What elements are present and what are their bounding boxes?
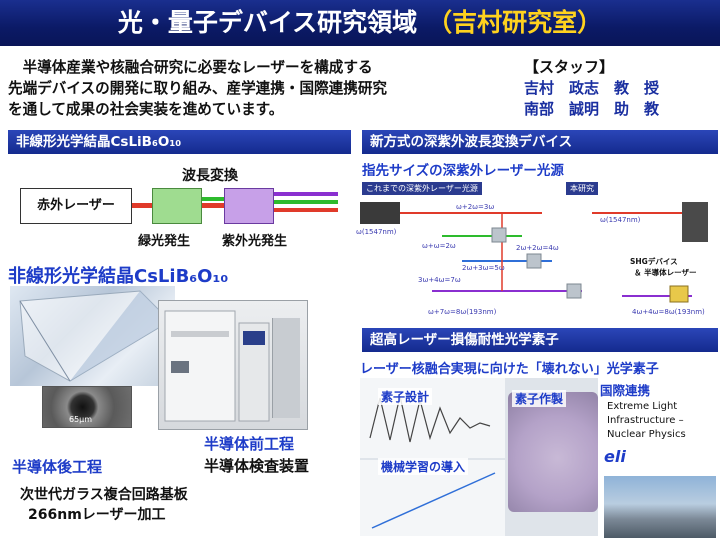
intro-text: 半導体産業や核融合研究に必要なレーザーを構成する 先端デバイスの開発に取り組み、… <box>8 57 513 120</box>
eq-label: 4ω+4ω=8ω(193nm) <box>632 308 705 316</box>
green-crystal-box <box>152 188 202 224</box>
page-title: 光・量子デバイス研究領域 <box>117 8 418 37</box>
eq-label: ω(1547nm) <box>356 228 397 236</box>
eli-description: Extreme Light Infrastructure – Nuclear P… <box>607 400 717 442</box>
eq-label: 2ω+2ω=4ω <box>516 244 559 252</box>
eq-label: ω+2ω=3ω <box>456 203 495 211</box>
banner-nlo-crystal: 非線形光学結晶CsLiB₆O₁₀ <box>8 130 351 154</box>
eli-line: Extreme Light <box>607 401 678 412</box>
eq-label: ω+ω=2ω <box>422 242 456 250</box>
semi-laser-label: ＆ 半導体レーザー <box>634 268 697 277</box>
crystal-shape-icon <box>19 290 171 382</box>
machine-side-unit <box>272 318 300 418</box>
crystal-title: 非線形光学結晶CsLiB₆O₁₀ <box>8 266 229 287</box>
green-beam <box>274 200 338 204</box>
staff-heading: 【スタッフ】 <box>524 58 615 76</box>
front-end-label: 半導体前工程 <box>204 435 295 453</box>
staff-member: 吉村 政志 教 授 <box>524 79 660 97</box>
crystal-photo <box>10 286 175 386</box>
intro-line: 半導体産業や核融合研究に必要なレーザーを構成する <box>8 59 373 76</box>
ir-beam <box>202 203 224 208</box>
eli-building-photo <box>604 476 716 538</box>
uv-beam <box>274 192 338 196</box>
uv-crystal-box <box>224 188 274 224</box>
eq-label: ω(1547nm) <box>600 216 641 224</box>
machine-learning-label: 機械学習の導入 <box>378 458 469 475</box>
glass-line: 次世代ガラス複合回路基板 <box>20 487 188 503</box>
inspection-label: 半導体検査装置 <box>204 457 310 475</box>
title-bar: 光・量子デバイス研究領域 （吉村研究室） <box>0 0 720 46</box>
ir-beam <box>274 208 338 212</box>
intro-line: を通して成果の社会実装を進めています。 <box>8 101 284 118</box>
banner-optics: 超高レーザー損傷耐性光学素子 <box>362 328 718 352</box>
shg-device-label: SHGデバイス <box>630 257 678 266</box>
optics-layout-icon <box>360 202 708 303</box>
glass-line: 266nmレーザー加工 <box>28 507 166 523</box>
banner-dcuv-device: 新方式の深紫外波長変換デバイス <box>362 130 718 154</box>
eq-label: 3ω+4ω=7ω <box>418 276 461 284</box>
eq-label: 2ω+3ω=5ω <box>462 264 505 272</box>
element-design-label: 素子設計 <box>378 388 433 405</box>
optics-subtitle: レーザー核融合実現に向けた「壊れない」光学素子 <box>360 362 659 377</box>
optical-element-photo <box>508 392 598 512</box>
prev-source-tag: これまでの深紫外レーザー光源 <box>362 182 482 195</box>
dcuv-diagram: これまでの深紫外レーザー光源 本研究 ω(1547nm) ω+2ω=3ω ω+ω… <box>352 176 714 324</box>
eq-label: ω+7ω=8ω(193nm) <box>428 308 497 316</box>
eli-line: Nuclear Physics <box>607 429 686 440</box>
eli-line: Infrastructure – <box>607 415 684 426</box>
element-fabrication-label: 素子作製 <box>512 390 567 407</box>
lab-name: （吉村研究室） <box>427 8 603 37</box>
intl-collab-label: 国際連携 <box>600 383 651 398</box>
ir-laser-box: 赤外レーザー <box>20 188 132 224</box>
sem-micrograph: 65μm <box>42 386 132 428</box>
uv-generation-label: 紫外光発生 <box>222 234 288 249</box>
eli-logo: eli <box>604 447 626 466</box>
ir-beam <box>132 203 152 208</box>
green-beam <box>202 197 224 201</box>
sem-scale-label: 65μm <box>69 415 93 424</box>
back-end-label: 半導体後工程 <box>12 458 103 476</box>
machine-detail-icon <box>164 310 270 422</box>
glass-substrate-text: 次世代ガラス複合回路基板 266nmレーザー加工 <box>20 485 188 525</box>
green-generation-label: 緑光発生 <box>138 234 191 249</box>
dcuv-subtitle: 指先サイズの深紫外レーザー光源 <box>362 163 564 179</box>
staff-member: 南部 誠明 助 教 <box>524 100 660 118</box>
this-research-tag: 本研究 <box>566 182 598 195</box>
intro-line: 先端デバイスの開発に取り組み、産学連携・国際連携研究 <box>8 80 388 97</box>
staff-list: 【スタッフ】 吉村 政志 教 授 南部 誠明 助 教 <box>524 57 714 120</box>
wavelength-conversion-label: 波長変換 <box>182 168 238 184</box>
